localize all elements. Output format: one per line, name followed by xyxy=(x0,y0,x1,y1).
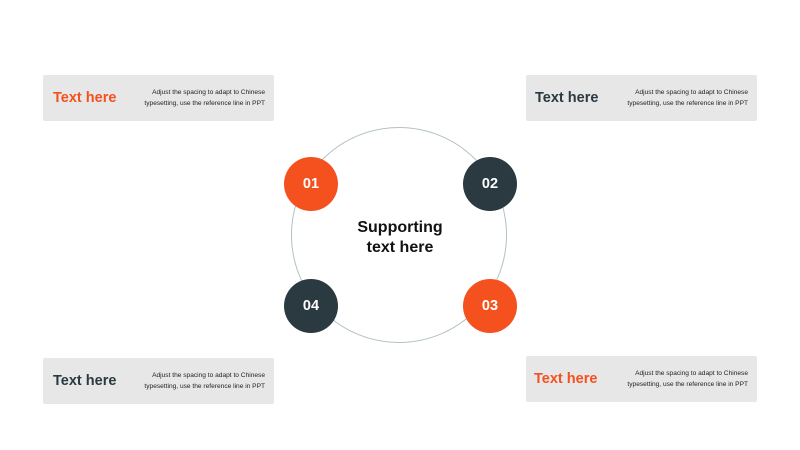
card-description-line: typesetting, use the reference line in P… xyxy=(627,100,748,107)
card-description: Adjust the spacing to adapt to Chinese t… xyxy=(127,87,274,109)
text-card-top-right: Text here Adjust the spacing to adapt to… xyxy=(526,75,757,121)
card-description-line: Adjust the spacing to adapt to Chinese xyxy=(635,89,748,96)
text-card-top-left: Text here Adjust the spacing to adapt to… xyxy=(43,75,274,121)
card-description-line: typesetting, use the reference line in P… xyxy=(627,381,748,388)
card-description-line: typesetting, use the reference line in P… xyxy=(144,100,265,107)
center-supporting-text: Supporting text here xyxy=(320,218,480,258)
card-description: Adjust the spacing to adapt to Chinese t… xyxy=(610,368,757,390)
step-node-04: 04 xyxy=(284,279,338,333)
card-description: Adjust the spacing to adapt to Chinese t… xyxy=(127,370,274,392)
card-title: Text here xyxy=(535,90,599,106)
center-text-line: Supporting xyxy=(357,219,443,236)
center-text-line: text here xyxy=(366,239,434,256)
text-card-bottom-right: Text here Adjust the spacing to adapt to… xyxy=(526,356,757,402)
card-description-line: Adjust the spacing to adapt to Chinese xyxy=(152,372,265,379)
card-title: Text here xyxy=(53,373,117,389)
card-description-line: Adjust the spacing to adapt to Chinese xyxy=(635,370,748,377)
card-description-line: Adjust the spacing to adapt to Chinese xyxy=(152,89,265,96)
text-card-bottom-left: Text here Adjust the spacing to adapt to… xyxy=(43,358,274,404)
card-description-line: typesetting, use the reference line in P… xyxy=(144,383,265,390)
step-node-01: 01 xyxy=(284,157,338,211)
cycle-ring xyxy=(291,127,507,343)
card-description: Adjust the spacing to adapt to Chinese t… xyxy=(610,87,757,109)
card-title: Text here xyxy=(53,90,117,106)
step-node-03: 03 xyxy=(463,279,517,333)
step-node-02: 02 xyxy=(463,157,517,211)
card-title: Text here xyxy=(534,371,598,387)
